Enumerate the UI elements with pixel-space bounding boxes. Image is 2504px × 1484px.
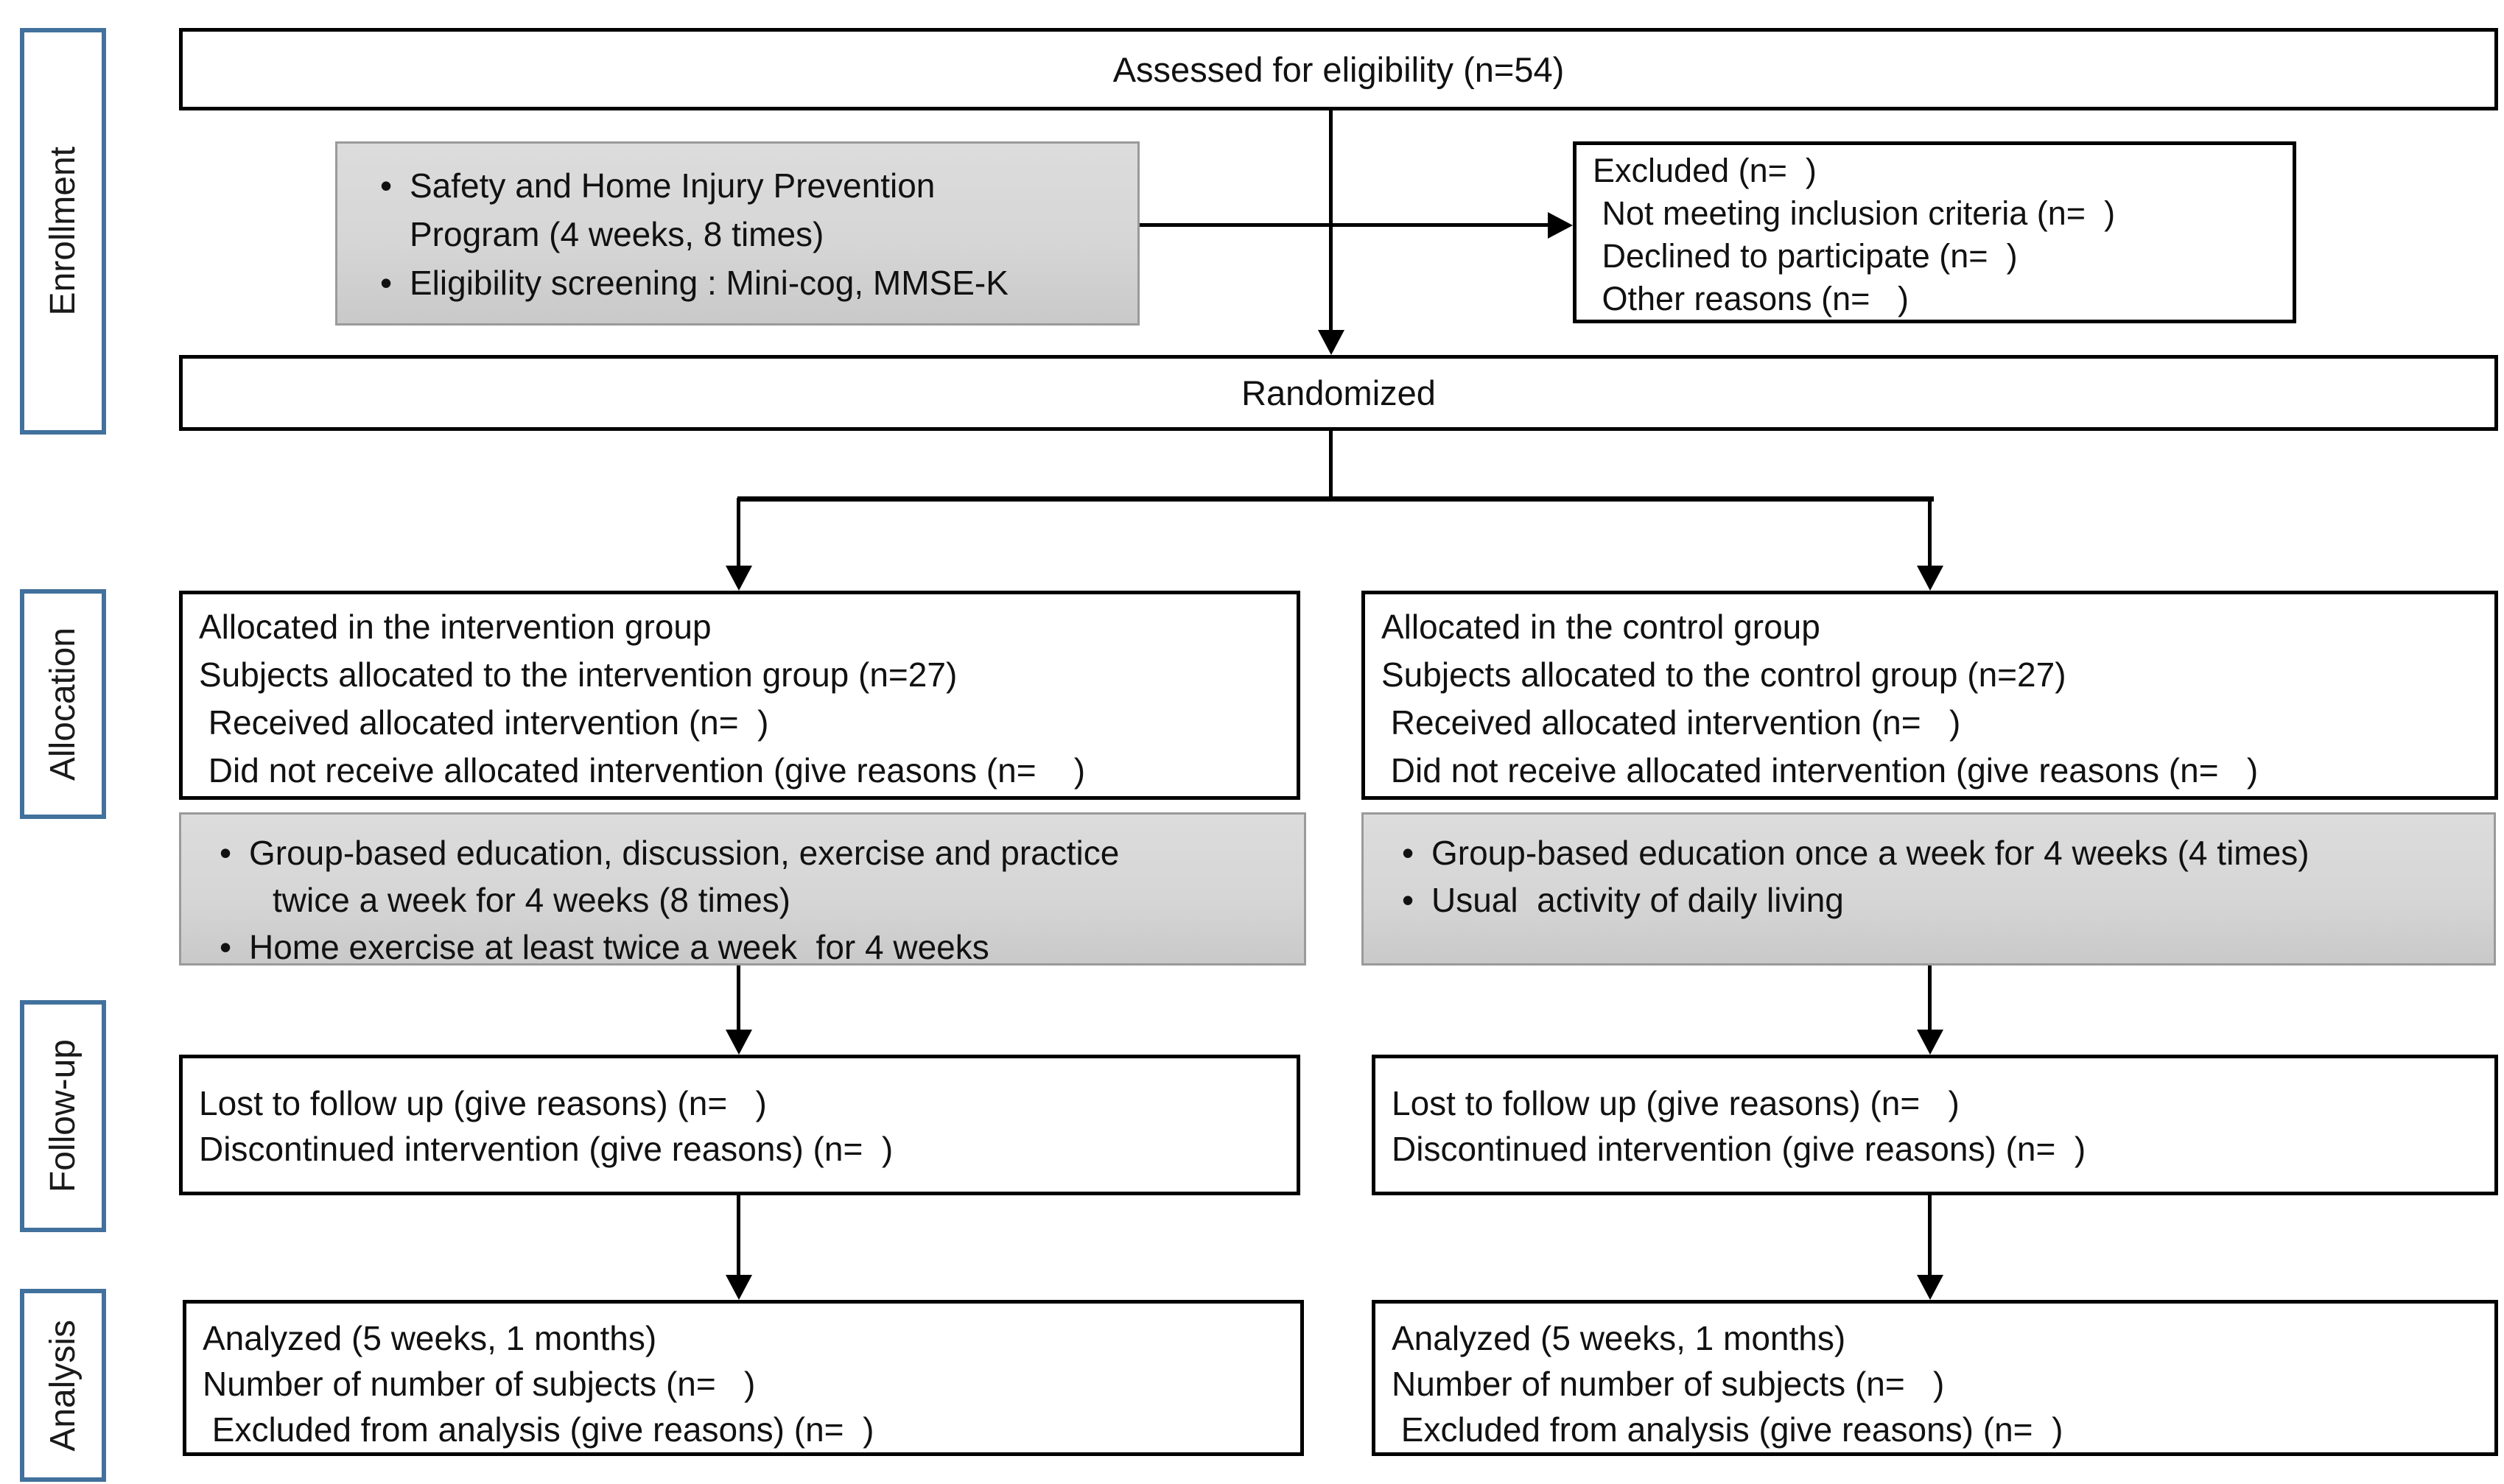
connector-assessed-randomized-line	[1329, 110, 1333, 331]
stage-label-allocation-text: Allocation	[43, 627, 83, 781]
excluded-line: Other reasons (n= )	[1593, 280, 1909, 317]
program-line: twice a week for 4 weeks (8 times)	[273, 881, 791, 919]
stage-label-analysis: Analysis	[20, 1289, 106, 1482]
arrowhead-down-icon	[1917, 1030, 1943, 1055]
intervention-program-box: Group-based education, discussion, exerc…	[179, 812, 1306, 966]
arrowhead-right-icon	[1548, 212, 1573, 239]
excluded-line: Excluded (n= )	[1593, 152, 1817, 189]
program-line: Home exercise at least twice a week for …	[249, 928, 989, 966]
arrowhead-down-icon	[726, 1030, 752, 1055]
allocation-line: Allocated in the intervention group	[199, 608, 712, 646]
excluded-line: Declined to participate (n= )	[1593, 237, 2018, 275]
list-item: Eligibility screening : Mini-cog, MMSE-K	[362, 259, 1126, 307]
connector-randomized-branch-line	[1329, 431, 1333, 500]
followup-control-box: Lost to follow up (give reasons) (n= ) D…	[1372, 1055, 2498, 1195]
stage-label-allocation: Allocation	[20, 589, 106, 819]
analysis-control-box: Analyzed (5 weeks, 1 months) Number of n…	[1372, 1300, 2498, 1456]
followup-line: Discontinued intervention (give reasons)…	[1392, 1130, 2086, 1168]
connector-branch-intervention-line	[737, 498, 740, 567]
allocation-control-box: Allocated in the control group Subjects …	[1361, 591, 2498, 800]
allocation-intervention-box: Allocated in the intervention group Subj…	[179, 591, 1300, 800]
stage-label-enrollment: Enrollment	[20, 28, 106, 435]
note-line: Eligibility screening : Mini-cog, MMSE-K	[410, 264, 1009, 302]
allocation-line: Did not receive allocated intervention (…	[199, 751, 1086, 790]
program-line: Usual activity of daily living	[1431, 881, 1844, 919]
bullet-icon	[1384, 829, 1431, 876]
arrowhead-down-icon	[726, 566, 752, 591]
arrowhead-down-icon	[726, 1275, 752, 1300]
bullet-icon	[362, 161, 410, 210]
arrowhead-down-icon	[1917, 1275, 1943, 1300]
list-item: Group-based education once a week for 4 …	[1384, 829, 2483, 876]
list-item: Program (4 weeks, 8 times)	[362, 210, 1126, 259]
list-item: Safety and Home Injury Prevention	[362, 161, 1126, 210]
allocation-line: Received allocated intervention (n= )	[199, 703, 769, 742]
analysis-line: Number of number of subjects (n= )	[1392, 1365, 1945, 1403]
bullet-spacer	[202, 876, 249, 924]
stage-label-enrollment-text: Enrollment	[43, 147, 83, 316]
excluded-line: Not meeting inclusion criteria (n= )	[1593, 194, 2116, 232]
connector-program-followup-left-line	[737, 966, 740, 1031]
allocation-line: Received allocated intervention (n= )	[1381, 703, 1961, 742]
assessed-box: Assessed for eligibility (n=54)	[179, 28, 2498, 110]
stage-label-analysis-text: Analysis	[43, 1319, 83, 1452]
connector-note-excluded-line	[1140, 223, 1549, 227]
bullet-icon	[1384, 876, 1431, 924]
bullet-icon	[362, 259, 410, 307]
note-line: Safety and Home Injury Prevention	[410, 166, 936, 205]
excluded-box: Excluded (n= ) Not meeting inclusion cri…	[1573, 141, 2296, 323]
followup-line: Lost to follow up (give reasons) (n= )	[199, 1084, 767, 1122]
program-line: Group-based education once a week for 4 …	[1431, 834, 2310, 872]
list-item: twice a week for 4 weeks (8 times)	[202, 876, 1294, 924]
stage-label-followup: Follow-up	[20, 1000, 106, 1232]
analysis-line: Excluded from analysis (give reasons) (n…	[1392, 1410, 2063, 1449]
note-line: Program (4 weeks, 8 times)	[410, 215, 824, 253]
followup-intervention-box: Lost to follow up (give reasons) (n= ) D…	[179, 1055, 1300, 1195]
allocation-line: Subjects allocated to the intervention g…	[199, 655, 958, 694]
analysis-line: Excluded from analysis (give reasons) (n…	[203, 1410, 874, 1449]
followup-line: Discontinued intervention (give reasons)…	[199, 1130, 894, 1168]
bullet-icon	[202, 924, 249, 971]
program-line: Group-based education, discussion, exerc…	[249, 834, 1120, 872]
bullet-icon	[202, 829, 249, 876]
randomized-text: Randomized	[1241, 373, 1436, 412]
analysis-line: Analyzed (5 weeks, 1 months)	[1392, 1319, 1846, 1357]
list-item: Group-based education, discussion, exerc…	[202, 829, 1294, 876]
randomized-box: Randomized	[179, 355, 2498, 431]
arrowhead-down-icon	[1917, 566, 1943, 591]
analysis-line: Number of number of subjects (n= )	[203, 1365, 756, 1403]
list-item: Usual activity of daily living	[1384, 876, 2483, 924]
connector-followup-analysis-left-line	[737, 1195, 740, 1276]
allocation-line: Subjects allocated to the control group …	[1381, 655, 2066, 694]
stage-label-followup-text: Follow-up	[43, 1039, 83, 1193]
connector-branch-control-line	[1928, 498, 1932, 567]
allocation-line: Allocated in the control group	[1381, 608, 1820, 646]
control-program-box: Group-based education once a week for 4 …	[1361, 812, 2496, 966]
bullet-spacer	[362, 210, 410, 259]
analysis-intervention-box: Analyzed (5 weeks, 1 months) Number of n…	[183, 1300, 1304, 1456]
analysis-line: Analyzed (5 weeks, 1 months)	[203, 1319, 657, 1357]
list-item: Home exercise at least twice a week for …	[202, 924, 1294, 971]
enrollment-note-box: Safety and Home Injury Prevention Progra…	[335, 141, 1140, 326]
assessed-text: Assessed for eligibility (n=54)	[1112, 49, 1565, 89]
branch-horizontal-line	[737, 496, 1934, 502]
followup-line: Lost to follow up (give reasons) (n= )	[1392, 1084, 1960, 1122]
connector-followup-analysis-right-line	[1928, 1195, 1932, 1276]
connector-program-followup-right-line	[1928, 966, 1932, 1031]
arrowhead-down-icon	[1318, 330, 1344, 355]
allocation-line: Did not receive allocated intervention (…	[1381, 751, 2259, 790]
